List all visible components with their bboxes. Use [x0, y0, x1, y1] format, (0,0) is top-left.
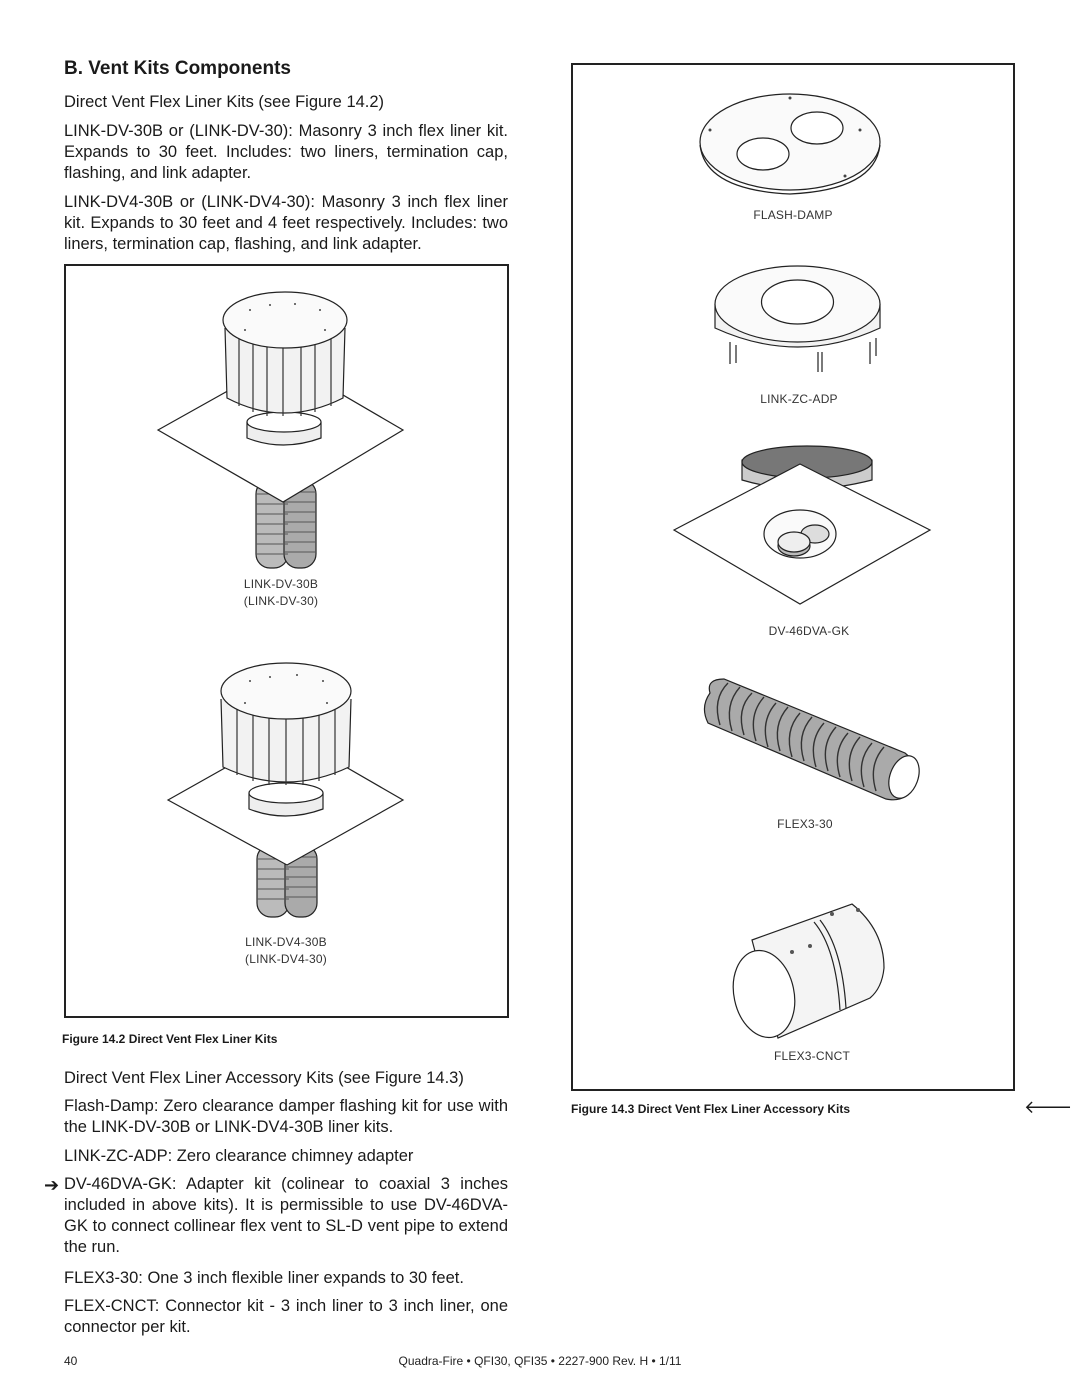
link-zc-adp-drawing	[714, 265, 881, 372]
flash-damp-drawing	[699, 93, 881, 195]
paragraph-flex-liner-kits-intro: Direct Vent Flex Liner Kits (see Figure …	[64, 93, 385, 111]
link-dv-30b-drawing	[156, 291, 405, 569]
link-dv4-30b-drawing	[166, 662, 405, 918]
figure-14-2-caption: Figure 14.2 Direct Vent Flex Liner Kits	[62, 1032, 278, 1046]
figure-14-2-label-1-line-2: (LINK-DV-30)	[243, 594, 319, 608]
paragraph-link-dv4-30b: LINK-DV4-30B or (LINK-DV4-30): Masonry 3…	[64, 193, 508, 253]
figure-14-3-caption: Figure 14.3 Direct Vent Flex Liner Acces…	[571, 1102, 850, 1116]
figure-14-3-label-flash-damp: FLASH-DAMP	[753, 208, 833, 222]
section-title: B. Vent Kits Components	[64, 58, 291, 79]
paragraph-dv-46dva-gk: DV-46DVA-GK: Adapter kit (colinear to co…	[64, 1175, 508, 1256]
paragraph-flex-cnct: FLEX-CNCT: Connector kit - 3 inch liner …	[64, 1297, 508, 1336]
paragraph-flex3-30: FLEX3-30: One 3 inch flexible liner expa…	[64, 1269, 464, 1287]
dv-46dva-gk-drawing	[672, 445, 932, 605]
figure-14-3-label-dv-46dva-gk: DV-46DVA-GK	[768, 624, 850, 638]
page-number: 40	[64, 1354, 78, 1368]
change-marker-arrow-icon: ➔	[44, 1175, 60, 1195]
change-marker-left-arrow-icon: 🡐	[1024, 1097, 1073, 1117]
paragraph-link-zc-adp: LINK-ZC-ADP: Zero clearance chimney adap…	[64, 1147, 414, 1165]
flex3-30-drawing	[703, 678, 920, 801]
figure-14-2-label-1-line-1: LINK-DV-30B	[243, 577, 319, 591]
footer-doc-info: Quadra-Fire • QFI30, QFI35 • 2227-900 Re…	[398, 1354, 682, 1368]
paragraph-accessory-kits-intro: Direct Vent Flex Liner Accessory Kits (s…	[64, 1069, 464, 1087]
figure-14-3-label-link-zc-adp: LINK-ZC-ADP	[760, 392, 838, 406]
figure-14-3-label-flex3-30: FLEX3-30	[777, 817, 833, 831]
paragraph-flash-damp: Flash-Damp: Zero clearance damper flashi…	[64, 1097, 508, 1136]
figure-14-2-label-2-line-2: (LINK-DV4-30)	[245, 952, 327, 966]
paragraph-link-dv-30b: LINK-DV-30B or (LINK-DV-30): Masonry 3 i…	[64, 122, 508, 182]
figure-14-2-label-2-line-1: LINK-DV4-30B	[245, 935, 327, 949]
figure-14-3-label-flex3-cnct: FLEX3-CNCT	[773, 1049, 850, 1063]
flex3-cnct-drawing	[732, 903, 885, 1039]
